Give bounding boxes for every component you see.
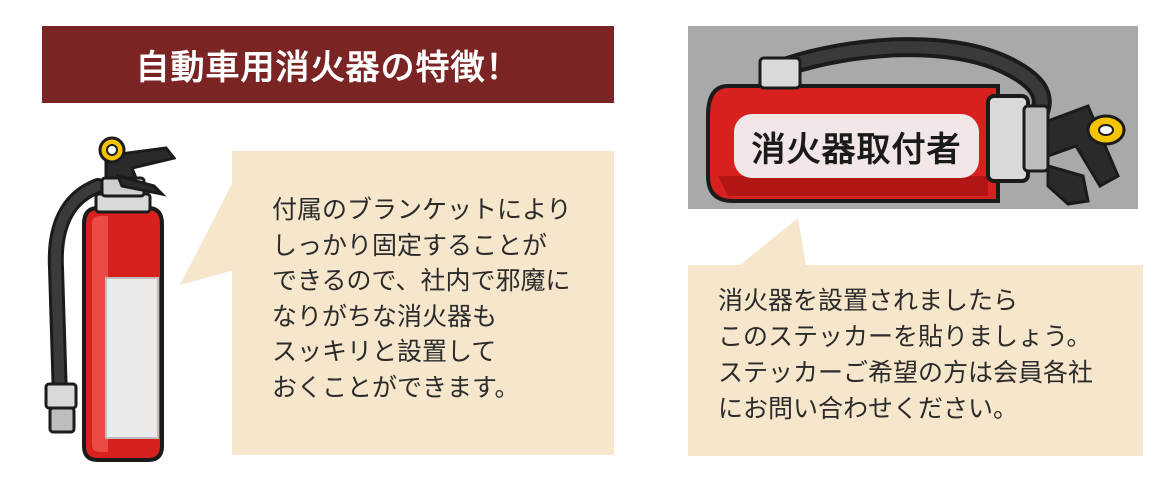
- speech-bubble-right: [688, 265, 1143, 456]
- section-title: 自動車用消火器の特徴！: [135, 48, 521, 88]
- section-title-banner: 自動車用消火器の特徴！: [42, 26, 614, 103]
- sticker-photo: 消火器取付者: [688, 26, 1138, 209]
- sticker-label: 消火器取付者: [734, 114, 979, 178]
- speech-bubble-left: [232, 151, 614, 455]
- sticker-label-text: 消火器取付者: [751, 129, 962, 170]
- speech-bubble-right-text: 消火器を設置されましたら このステッカーを貼りましょう。 ステッカーご希望の方は…: [718, 286, 1094, 423]
- fire-extinguisher-icon: [44, 136, 176, 462]
- speech-bubble-tail: [180, 180, 234, 285]
- speech-bubble-left-text: 付属のブランケットにより しっかり固定することが できるので、社内で邪魔に なり…: [272, 195, 572, 402]
- speech-bubble-tail: [740, 218, 806, 265]
